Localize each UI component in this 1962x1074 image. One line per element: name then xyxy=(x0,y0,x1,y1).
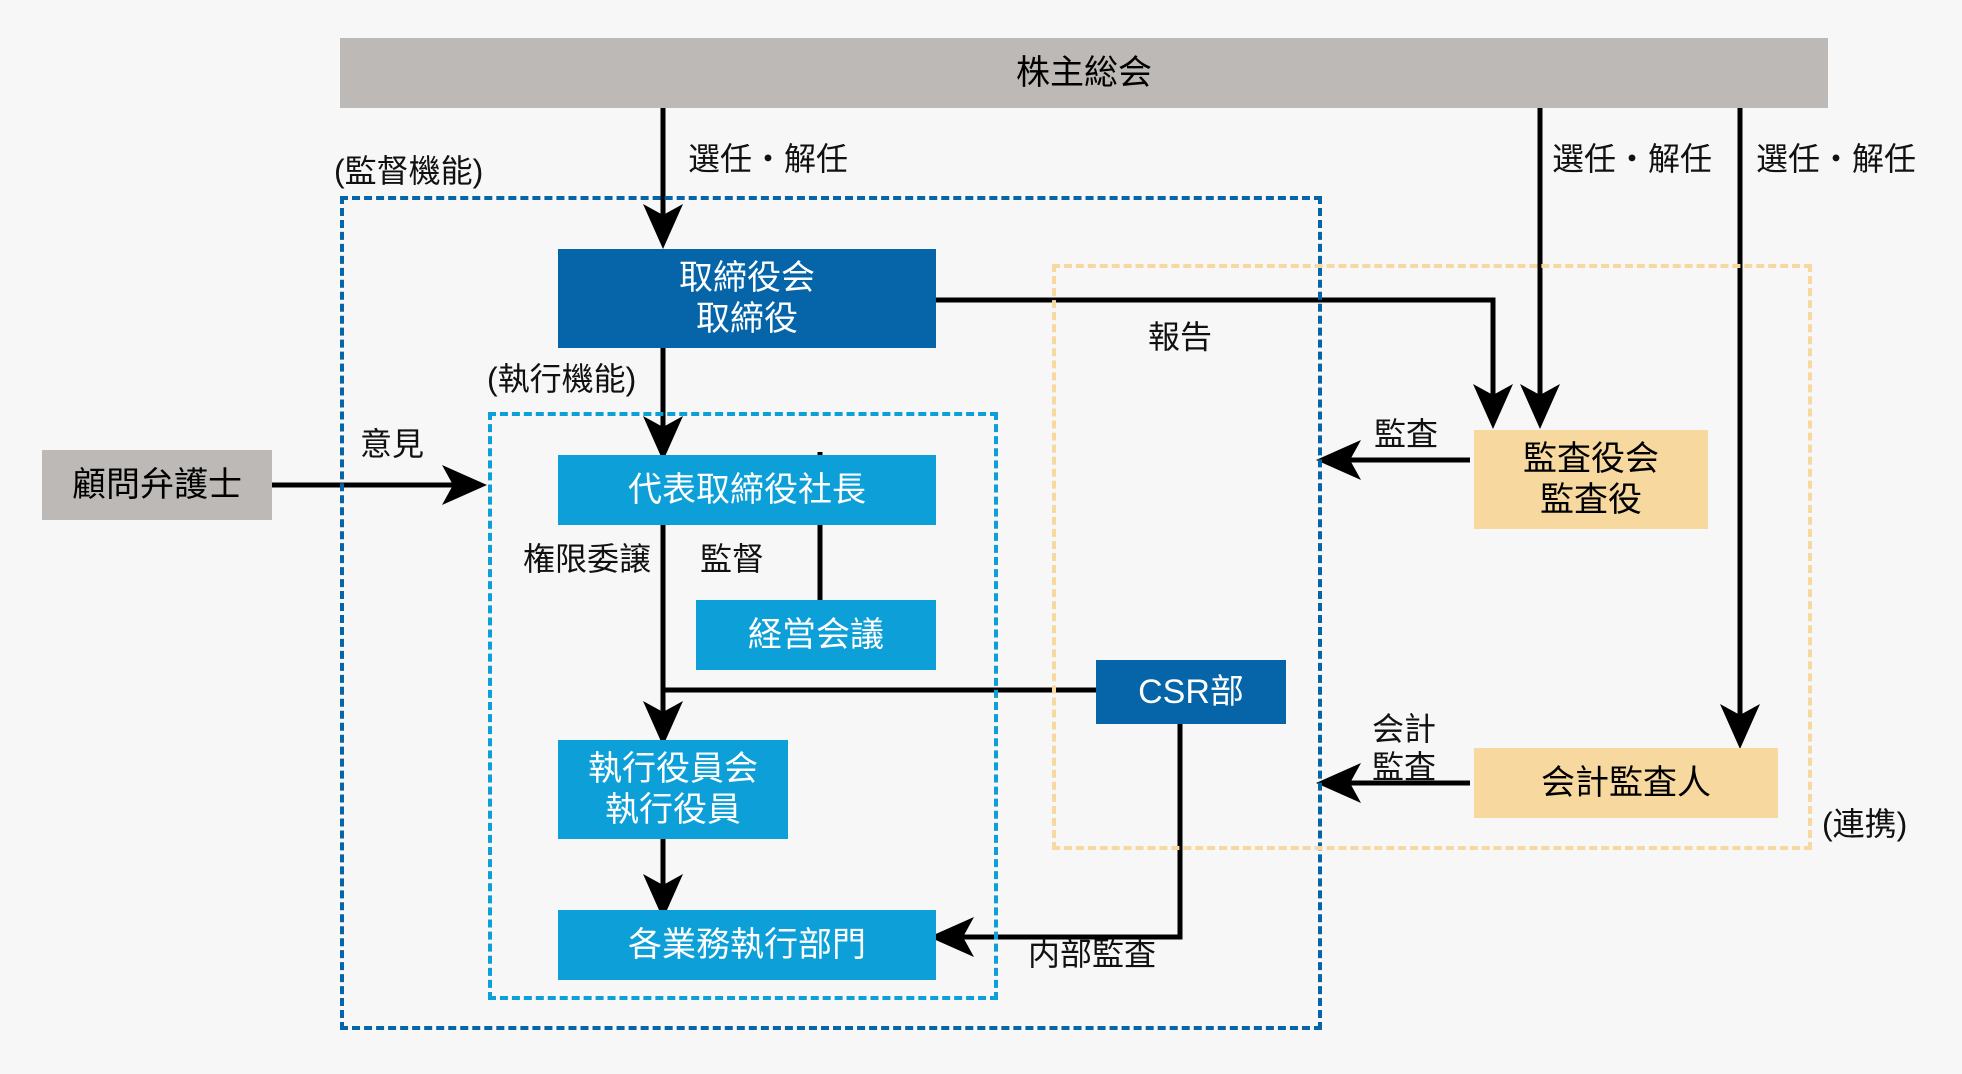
label-appoint-dismiss-board: 選任・解任 xyxy=(688,141,849,177)
label-report: 報告 xyxy=(1148,319,1213,355)
node-shareholders-meeting-label: 株主総会 xyxy=(1016,53,1152,92)
label-delegation-of-authority: 権限委譲 xyxy=(523,541,652,577)
node-csr-department[interactable]: CSR部 xyxy=(1096,660,1286,724)
label-audit: 監査 xyxy=(1374,416,1439,452)
node-management-meeting-label: 経営会議 xyxy=(748,615,884,654)
node-business-divisions-label: 各業務執行部門 xyxy=(628,925,866,964)
node-president-label: 代表取締役社長 xyxy=(628,470,866,509)
node-management-meeting[interactable]: 経営会議 xyxy=(696,600,936,670)
label-coordination: (連携) xyxy=(1822,806,1908,842)
label-opinion: 意見 xyxy=(360,426,425,462)
node-shareholders-meeting[interactable]: 株主総会 xyxy=(340,38,1828,108)
node-csr-department-label: CSR部 xyxy=(1138,672,1244,711)
node-business-divisions[interactable]: 各業務執行部門 xyxy=(558,910,936,980)
node-board-of-directors[interactable]: 取締役会 取締役 xyxy=(558,249,936,348)
node-accounting-auditor-label: 会計監査人 xyxy=(1541,763,1711,802)
group-executive-function xyxy=(488,412,998,1000)
node-board-of-auditors[interactable]: 監査役会 監査役 xyxy=(1474,430,1708,529)
node-accounting-auditor[interactable]: 会計監査人 xyxy=(1474,748,1778,818)
node-legal-counsel-label: 顧問弁護士 xyxy=(72,465,242,504)
node-executive-officers-label: 執行役員会 執行役員 xyxy=(588,750,758,829)
node-board-of-auditors-label: 監査役会 監査役 xyxy=(1523,440,1659,519)
edge-board-report-to-auditors xyxy=(935,297,1513,430)
label-supervision: 監督 xyxy=(700,541,765,577)
node-board-of-directors-label: 取締役会 取締役 xyxy=(679,259,815,338)
label-accounting-audit: 会計 監査 xyxy=(1372,711,1437,786)
group-audit-coordination xyxy=(1052,264,1812,850)
label-internal-audit: 内部監査 xyxy=(1028,936,1157,972)
label-supervisory-function: (監督機能) xyxy=(334,153,484,189)
node-legal-counsel[interactable]: 顧問弁護士 xyxy=(42,450,272,520)
node-president[interactable]: 代表取締役社長 xyxy=(558,455,936,525)
node-executive-officers[interactable]: 執行役員会 執行役員 xyxy=(558,740,788,839)
label-appoint-dismiss-auditors: 選任・解任 xyxy=(1552,141,1713,177)
group-supervisory-function xyxy=(340,196,1322,1030)
label-executive-function: (執行機能) xyxy=(487,361,637,397)
edge-csr-internal-audit xyxy=(928,724,1183,957)
label-appoint-dismiss-accounting: 選任・解任 xyxy=(1756,141,1917,177)
